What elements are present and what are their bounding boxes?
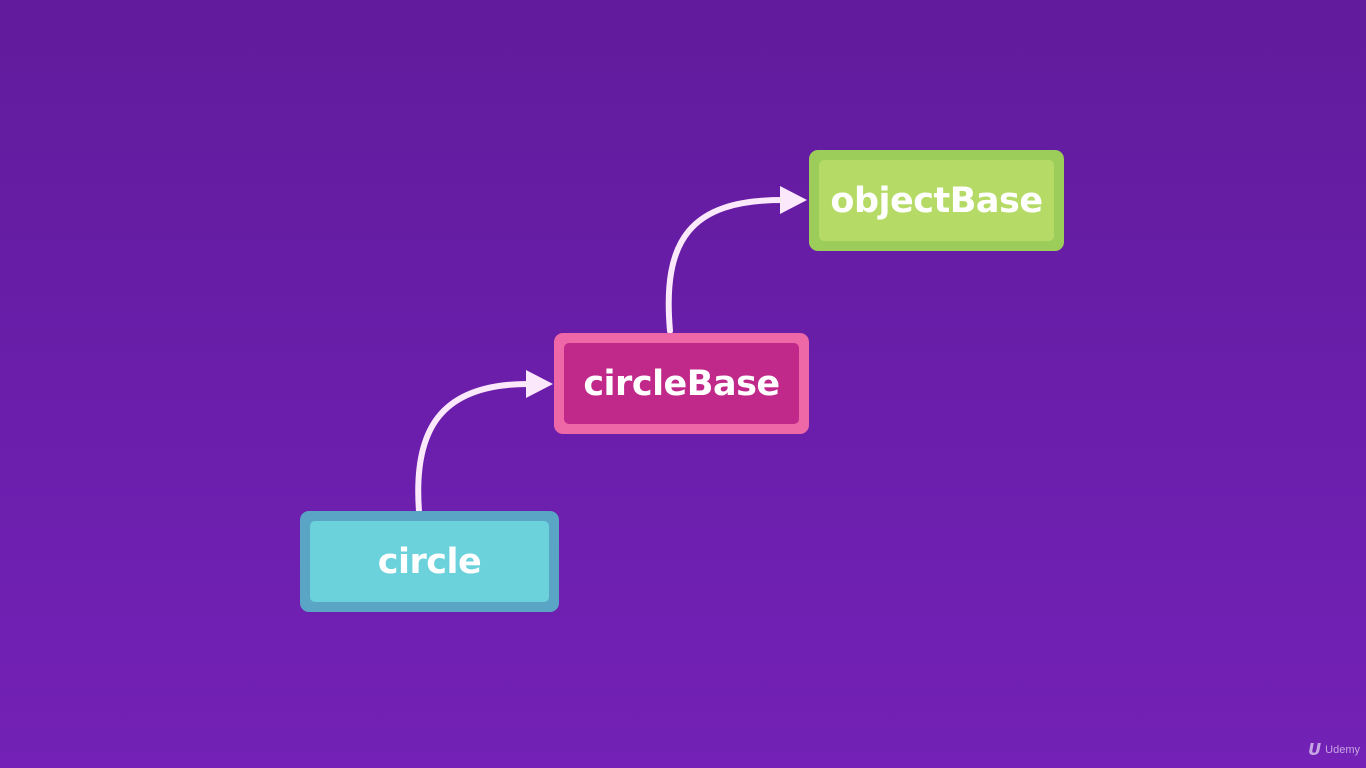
watermark-text: Udemy [1325,744,1360,756]
node-label-objectbase: objectBase [830,180,1043,221]
udemy-logo-icon: ᑌ [1308,740,1322,759]
node-circlebase[interactable]: circleBase [554,333,809,434]
arrow-circlebase-to-objectbase [665,186,807,334]
node-objectbase[interactable]: objectBase [809,150,1064,251]
node-label-circlebase: circleBase [583,363,780,404]
node-inner-fill [819,160,1054,241]
node-inner-fill [564,343,799,424]
node-inner-fill [310,521,549,602]
udemy-watermark: ᑌ Udemy [1308,742,1360,758]
node-label-circle: circle [377,541,482,582]
arrow-circle-to-circlebase [415,370,553,514]
node-circle[interactable]: circle [300,511,559,612]
